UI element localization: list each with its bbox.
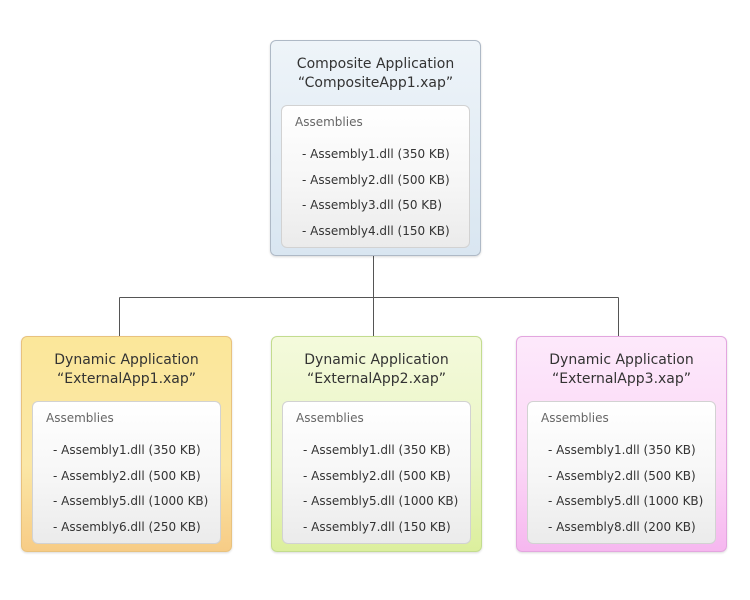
dynamic-assemblies-panel-1: Assemblies - Assembly1.dll (350 KB) - As… bbox=[32, 401, 221, 544]
dynamic-app-box-3: Dynamic Application “ExternalApp3.xap” A… bbox=[516, 336, 727, 552]
assemblies-label: Assemblies bbox=[541, 411, 609, 425]
assembly-item: - Assembly2.dll (500 KB) bbox=[548, 468, 696, 483]
composite-app-name: Composite Application bbox=[296, 56, 455, 72]
composite-assemblies-label: Assemblies bbox=[295, 115, 363, 129]
assembly-item: - Assembly6.dll (250 KB) bbox=[53, 519, 201, 534]
assemblies-list: - Assembly1.dll (350 KB) - Assembly2.dll… bbox=[53, 438, 208, 540]
assembly-item: - Assembly5.dll (1000 KB) bbox=[53, 494, 209, 508]
assemblies-list: - Assembly1.dll (350 KB) - Assembly2.dll… bbox=[548, 438, 703, 540]
composite-app-file: “CompositeApp1.xap” bbox=[297, 75, 454, 91]
composite-app-title: Composite Application “CompositeApp1.xap… bbox=[271, 55, 480, 93]
dynamic-app-name: Dynamic Application bbox=[304, 352, 449, 368]
dynamic-assemblies-panel-2: Assemblies - Assembly1.dll (350 KB) - As… bbox=[282, 401, 471, 544]
dynamic-app-file: “ExternalApp3.xap” bbox=[551, 371, 692, 387]
dynamic-app-file: “ExternalApp1.xap” bbox=[56, 371, 197, 387]
assemblies-label: Assemblies bbox=[46, 411, 114, 425]
dynamic-app-name: Dynamic Application bbox=[549, 352, 694, 368]
assembly-item: - Assembly4.dll (150 KB) bbox=[302, 223, 450, 238]
composite-assemblies-panel: Assemblies - Assembly1.dll (350 KB) - As… bbox=[281, 105, 470, 248]
assembly-item: - Assembly5.dll (1000 KB) bbox=[548, 494, 704, 508]
dynamic-assemblies-panel-3: Assemblies - Assembly1.dll (350 KB) - As… bbox=[527, 401, 716, 544]
assemblies-list: - Assembly1.dll (350 KB) - Assembly2.dll… bbox=[303, 438, 458, 540]
dynamic-app-box-2: Dynamic Application “ExternalApp2.xap” A… bbox=[271, 336, 482, 552]
composite-app-box: Composite Application “CompositeApp1.xap… bbox=[270, 40, 481, 256]
assembly-item: - Assembly2.dll (500 KB) bbox=[302, 172, 450, 187]
dynamic-app-title-1: Dynamic Application “ExternalApp1.xap” bbox=[22, 351, 231, 389]
assembly-item: - Assembly2.dll (500 KB) bbox=[53, 468, 201, 483]
composite-assemblies-list: - Assembly1.dll (350 KB) - Assembly2.dll… bbox=[302, 142, 450, 244]
assembly-item: - Assembly2.dll (500 KB) bbox=[303, 468, 451, 483]
assemblies-label: Assemblies bbox=[296, 411, 364, 425]
assembly-item: - Assembly5.dll (1000 KB) bbox=[303, 494, 459, 508]
assembly-item: - Assembly8.dll (200 KB) bbox=[548, 519, 696, 534]
dynamic-app-box-1: Dynamic Application “ExternalApp1.xap” A… bbox=[21, 336, 232, 552]
assembly-item: - Assembly1.dll (350 KB) bbox=[302, 147, 450, 161]
assembly-item: - Assembly1.dll (350 KB) bbox=[303, 443, 451, 457]
assembly-item: - Assembly7.dll (150 KB) bbox=[303, 519, 451, 534]
dynamic-app-title-3: Dynamic Application “ExternalApp3.xap” bbox=[517, 351, 726, 389]
assembly-item: - Assembly1.dll (350 KB) bbox=[548, 443, 696, 457]
assembly-item: - Assembly1.dll (350 KB) bbox=[53, 443, 201, 457]
assembly-item: - Assembly3.dll (50 KB) bbox=[302, 198, 443, 212]
dynamic-app-name: Dynamic Application bbox=[54, 352, 199, 368]
dynamic-app-file: “ExternalApp2.xap” bbox=[306, 371, 447, 387]
dynamic-app-title-2: Dynamic Application “ExternalApp2.xap” bbox=[272, 351, 481, 389]
